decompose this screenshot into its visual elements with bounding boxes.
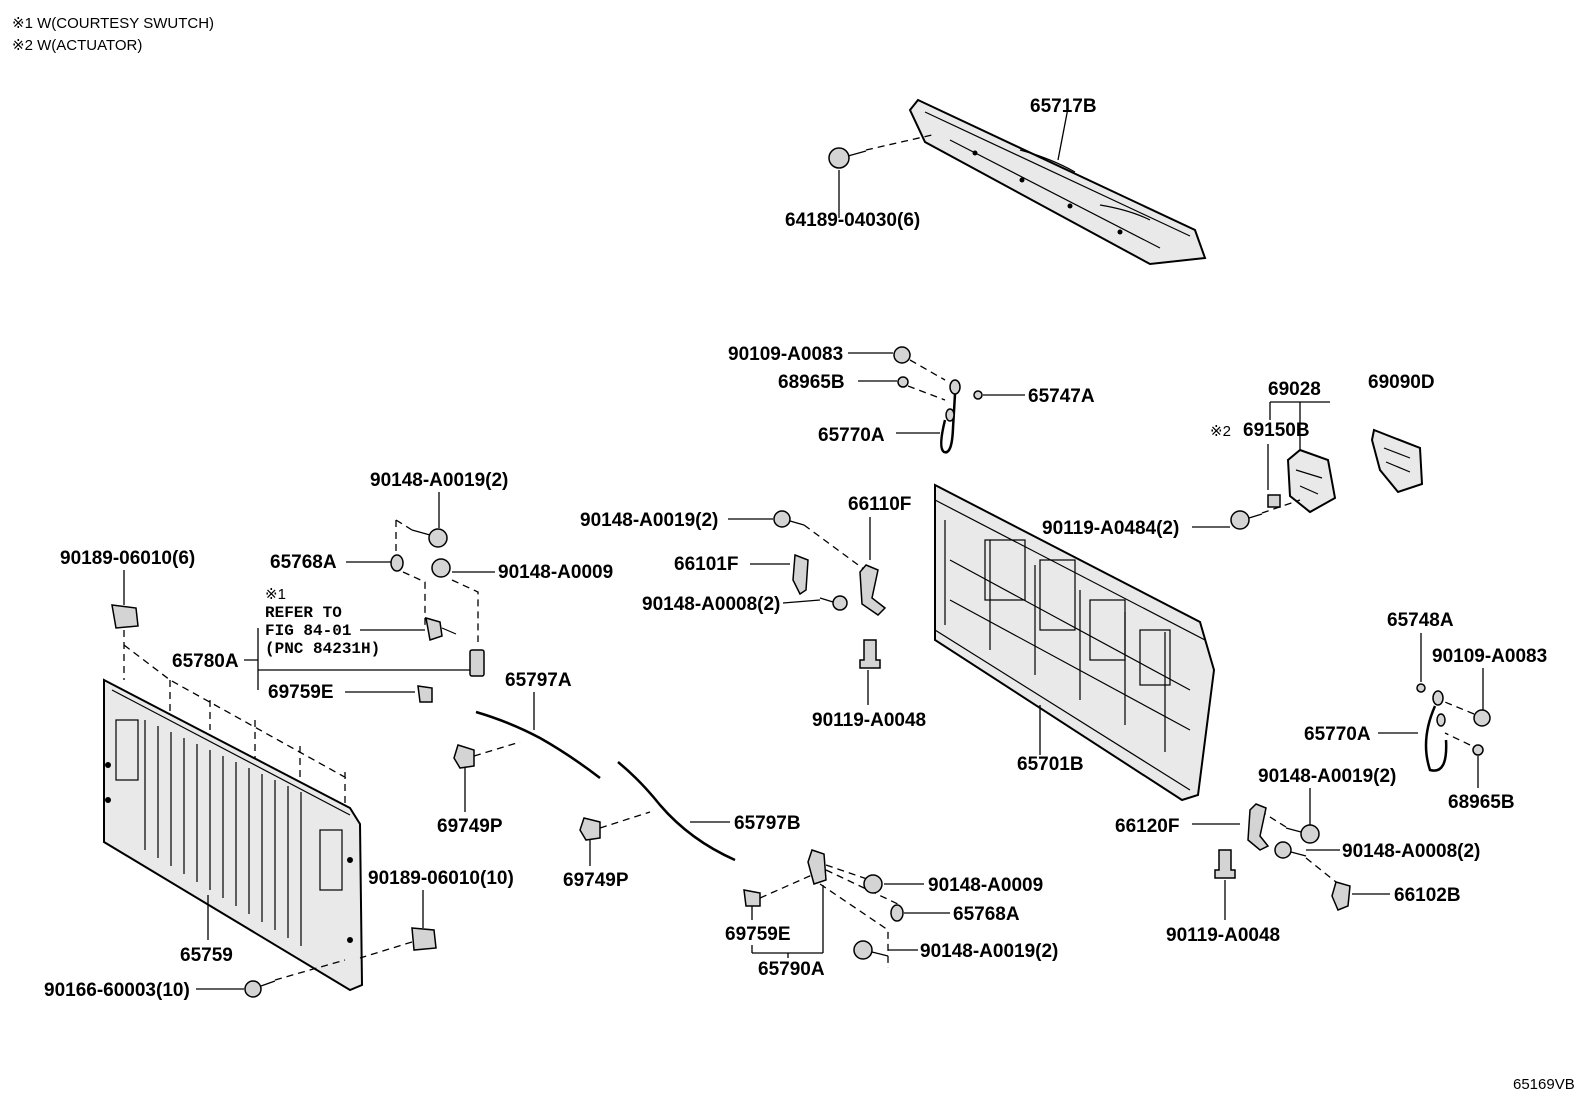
- callout-90189-06010-6[interactable]: 90189-06010(6): [60, 548, 195, 569]
- part-90189-06010-clip-bottom[interactable]: [411, 927, 437, 951]
- part-65759-inner-panel[interactable]: [103, 678, 364, 992]
- part-90148-a0019-bolt-bottom[interactable]: [853, 940, 889, 960]
- callout-65759[interactable]: 65759: [180, 945, 233, 966]
- callout-90119-a0048-right[interactable]: 90119-A0048: [1166, 925, 1280, 946]
- callout-65701b[interactable]: 65701B: [1017, 754, 1084, 775]
- callout-90148-a0019-center[interactable]: 90148-A0019(2): [580, 510, 718, 531]
- part-90119-a0484-screw[interactable]: [1230, 510, 1263, 530]
- callout-66120f[interactable]: 66120F: [1115, 816, 1179, 837]
- callout-90148-a0008-right[interactable]: 90148-A0008(2): [1342, 841, 1480, 862]
- part-65768a-clip-left[interactable]: [390, 554, 404, 572]
- callout-90119-a0048-center[interactable]: 90119-A0048: [812, 710, 926, 731]
- part-90148-a0008-bolt-right[interactable]: [1274, 841, 1307, 859]
- callout-90148-a0019-left[interactable]: 90148-A0019(2): [370, 470, 508, 491]
- part-90148-a0019-bolt-right[interactable]: [1285, 824, 1320, 844]
- part-69749p-clip-a[interactable]: [453, 744, 475, 769]
- part-90148-a0019-bolt-center[interactable]: [773, 510, 805, 528]
- callout-69028[interactable]: 69028: [1268, 379, 1321, 400]
- part-90109-a0083-bolt-right[interactable]: [1473, 709, 1491, 727]
- part-90119-a0048-bolt-center[interactable]: [859, 639, 881, 669]
- part-90109-a0083-bolt-top[interactable]: [893, 346, 911, 364]
- callout-69090d[interactable]: 69090D: [1368, 372, 1435, 393]
- callout-90166-60003[interactable]: 90166-60003(10): [44, 980, 190, 1001]
- part-65790a-rod-end[interactable]: [807, 849, 827, 885]
- callout-66101f[interactable]: 66101F: [674, 554, 738, 575]
- note-actuator: ※2 W(ACTUATOR): [12, 37, 142, 54]
- callout-69150b-mark: ※2: [1210, 423, 1231, 440]
- part-courtesy-switch[interactable]: [425, 616, 457, 641]
- part-90166-60003-screw[interactable]: [244, 980, 276, 998]
- callout-65790a[interactable]: 65790A: [758, 959, 825, 980]
- callout-65717b[interactable]: 65717B: [1030, 96, 1097, 117]
- callout-69759e-left[interactable]: 69759E: [268, 682, 334, 703]
- part-90148-a0008-bolt-center[interactable]: [819, 595, 848, 611]
- part-69749p-clip-b[interactable]: [579, 817, 601, 841]
- part-90148-a0009-bolt-bottom[interactable]: [863, 874, 883, 894]
- part-68965b-washer-right[interactable]: [1472, 744, 1484, 756]
- refer-mark: ※1: [265, 586, 286, 603]
- callout-65770a-top[interactable]: 65770A: [818, 425, 885, 446]
- part-69090d-bracket[interactable]: [1370, 428, 1424, 494]
- callout-90189-06010-10[interactable]: 90189-06010(10): [368, 868, 514, 889]
- part-65770a-cable-right[interactable]: [1424, 690, 1448, 772]
- callout-65748a[interactable]: 65748A: [1387, 610, 1454, 631]
- part-65717b-trim[interactable]: [908, 98, 1207, 266]
- part-68965b-washer-top[interactable]: [897, 376, 909, 388]
- refer-line-1: REFER TO: [265, 604, 342, 622]
- refer-line-3: (PNC 84231H): [265, 640, 380, 658]
- callout-90148-a0019-right[interactable]: 90148-A0019(2): [1258, 766, 1396, 787]
- part-66102b-hinge-bracket[interactable]: [1331, 881, 1351, 911]
- callout-65797b[interactable]: 65797B: [734, 813, 801, 834]
- part-65770a-cable-top[interactable]: [940, 379, 961, 454]
- callout-69150b[interactable]: 69150B: [1243, 420, 1310, 441]
- part-66120f-hinge-link[interactable]: [1247, 803, 1270, 851]
- part-69150b-lock-actuator[interactable]: [1267, 448, 1337, 514]
- refer-line-2: FIG 84-01: [265, 622, 351, 640]
- callout-65780a[interactable]: 65780A: [172, 651, 239, 672]
- part-64189-04030-clip[interactable]: [828, 147, 867, 169]
- part-90148-a0009-bolt-left[interactable]: [431, 558, 451, 578]
- part-65748a-nut[interactable]: [1416, 683, 1426, 693]
- callout-90148-a0009-bottom[interactable]: 90148-A0009: [928, 875, 1043, 896]
- part-66110f-hinge-link[interactable]: [859, 564, 887, 616]
- part-65780a-rod-end[interactable]: [469, 649, 485, 677]
- note-courtesy-switch: ※1 W(COURTESY SWUTCH): [12, 15, 214, 32]
- part-65797a-rod[interactable]: [475, 710, 601, 779]
- callout-68965b-top[interactable]: 68965B: [778, 372, 845, 393]
- callout-90148-a0008-center[interactable]: 90148-A0008(2): [642, 594, 780, 615]
- figure-code: 65169VB: [1513, 1076, 1575, 1093]
- callout-90119-a0484[interactable]: 90119-A0484(2): [1042, 518, 1179, 539]
- part-65747a-nut[interactable]: [973, 390, 983, 400]
- part-65797b-rod[interactable]: [617, 761, 736, 862]
- callout-64189-04030[interactable]: 64189-04030(6): [785, 210, 920, 231]
- callout-69749p-b[interactable]: 69749P: [563, 870, 629, 891]
- callout-65770a-right[interactable]: 65770A: [1304, 724, 1371, 745]
- callout-65768a-left[interactable]: 65768A: [270, 552, 337, 573]
- part-69759e-clip-left[interactable]: [417, 685, 433, 703]
- callout-66110f[interactable]: 66110F: [848, 494, 911, 515]
- callout-69749p-a[interactable]: 69749P: [437, 816, 503, 837]
- callout-65747a[interactable]: 65747A: [1028, 386, 1095, 407]
- part-90189-06010-clip-top[interactable]: [111, 604, 139, 629]
- callout-90148-a0019-bottom[interactable]: 90148-A0019(2): [920, 941, 1058, 962]
- part-65768a-clip-bottom[interactable]: [890, 904, 904, 922]
- callout-90148-a0009-left[interactable]: 90148-A0009: [498, 562, 613, 583]
- part-69759e-clip-bottom[interactable]: [743, 889, 761, 907]
- callout-65768a-bottom[interactable]: 65768A: [953, 904, 1020, 925]
- part-65701b-tailgate-panel[interactable]: [934, 483, 1216, 802]
- part-66101f-hinge-bracket[interactable]: [792, 553, 809, 596]
- part-90148-a0019-bolt-left[interactable]: [411, 528, 448, 548]
- callout-90109-a0083-right[interactable]: 90109-A0083: [1432, 646, 1547, 667]
- callout-66102b[interactable]: 66102B: [1394, 885, 1461, 906]
- callout-69759e-bottom[interactable]: 69759E: [725, 924, 791, 945]
- callout-65797a[interactable]: 65797A: [505, 670, 572, 691]
- callout-90109-a0083-top[interactable]: 90109-A0083: [728, 344, 843, 365]
- callout-68965b-right[interactable]: 68965B: [1448, 792, 1515, 813]
- part-90119-a0048-bolt-right[interactable]: [1214, 849, 1236, 879]
